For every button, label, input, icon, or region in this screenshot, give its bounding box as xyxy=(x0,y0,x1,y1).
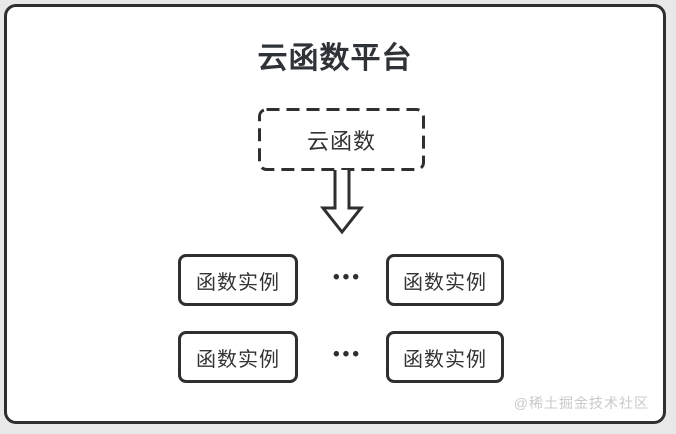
function-instance-label: 函数实例 xyxy=(196,271,280,294)
function-instance-label: 函数实例 xyxy=(403,271,487,294)
cloud-function-label: 云函数 xyxy=(306,128,376,154)
function-instance-node: 函数实例 xyxy=(178,331,298,383)
dashed-border xyxy=(258,108,425,171)
function-instance-node: 函数实例 xyxy=(386,331,504,383)
function-instance-node: 函数实例 xyxy=(386,254,504,306)
ellipsis-icon: ••• xyxy=(333,344,362,365)
function-instance-label: 函数实例 xyxy=(196,348,280,371)
function-instance-node: 函数实例 xyxy=(178,254,298,306)
page-title: 云函数平台 xyxy=(257,42,413,75)
down-arrow-icon xyxy=(319,170,365,235)
ellipsis-icon: ••• xyxy=(333,267,362,288)
diagram-frame: 云函数平台 云函数 函数实例 ••• 函数实例 函数实例 ••• 函数实例 @稀… xyxy=(4,4,666,424)
watermark: @稀土掘金技术社区 xyxy=(513,395,649,411)
function-instance-label: 函数实例 xyxy=(403,348,487,371)
cloud-function-node: 云函数 xyxy=(258,108,425,171)
